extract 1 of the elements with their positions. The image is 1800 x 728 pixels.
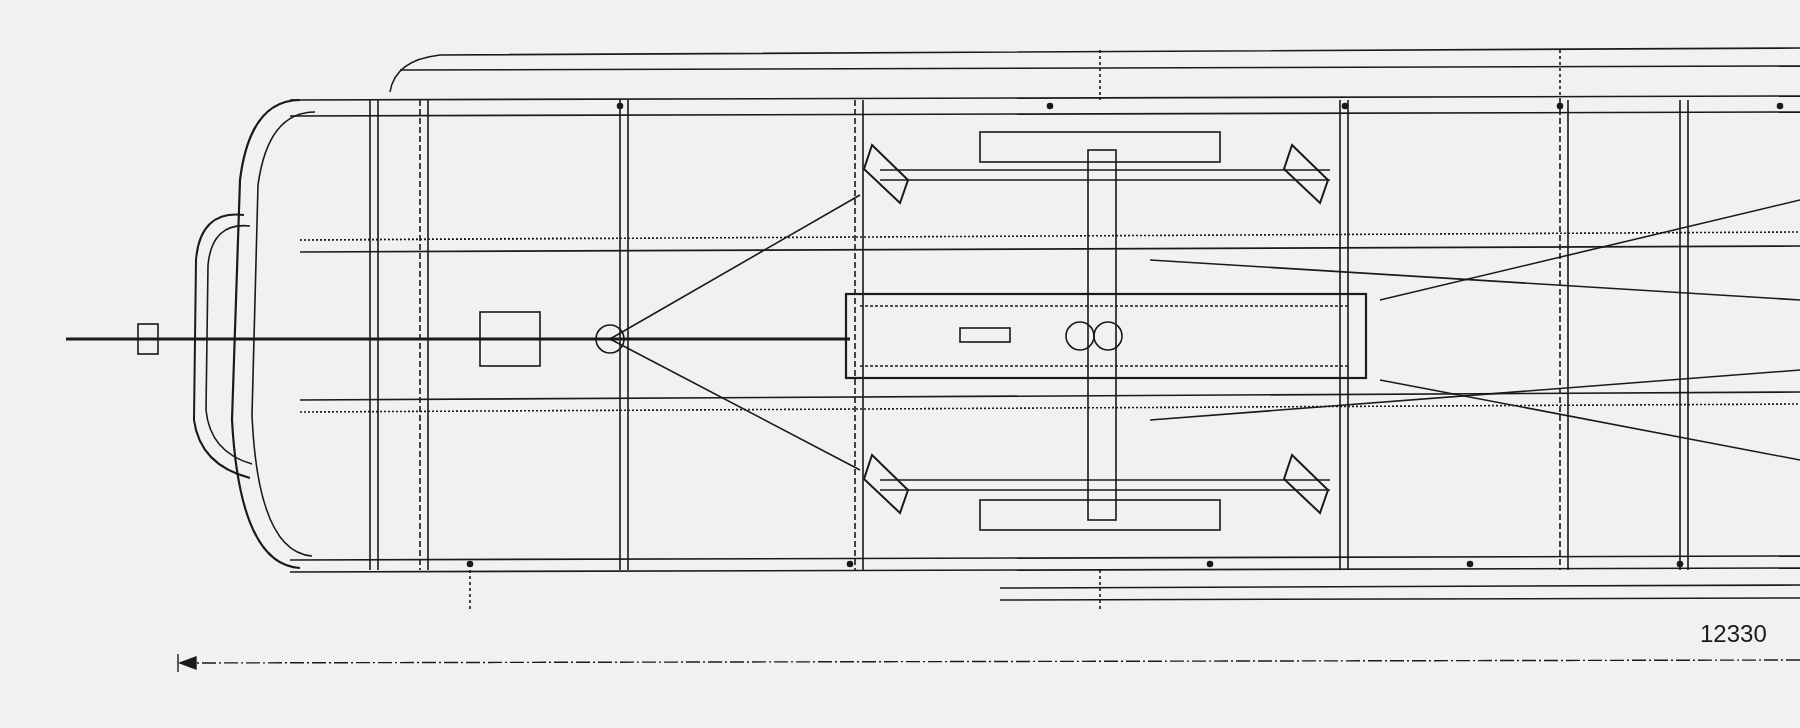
dimension-label: 12330 bbox=[1700, 622, 1767, 646]
